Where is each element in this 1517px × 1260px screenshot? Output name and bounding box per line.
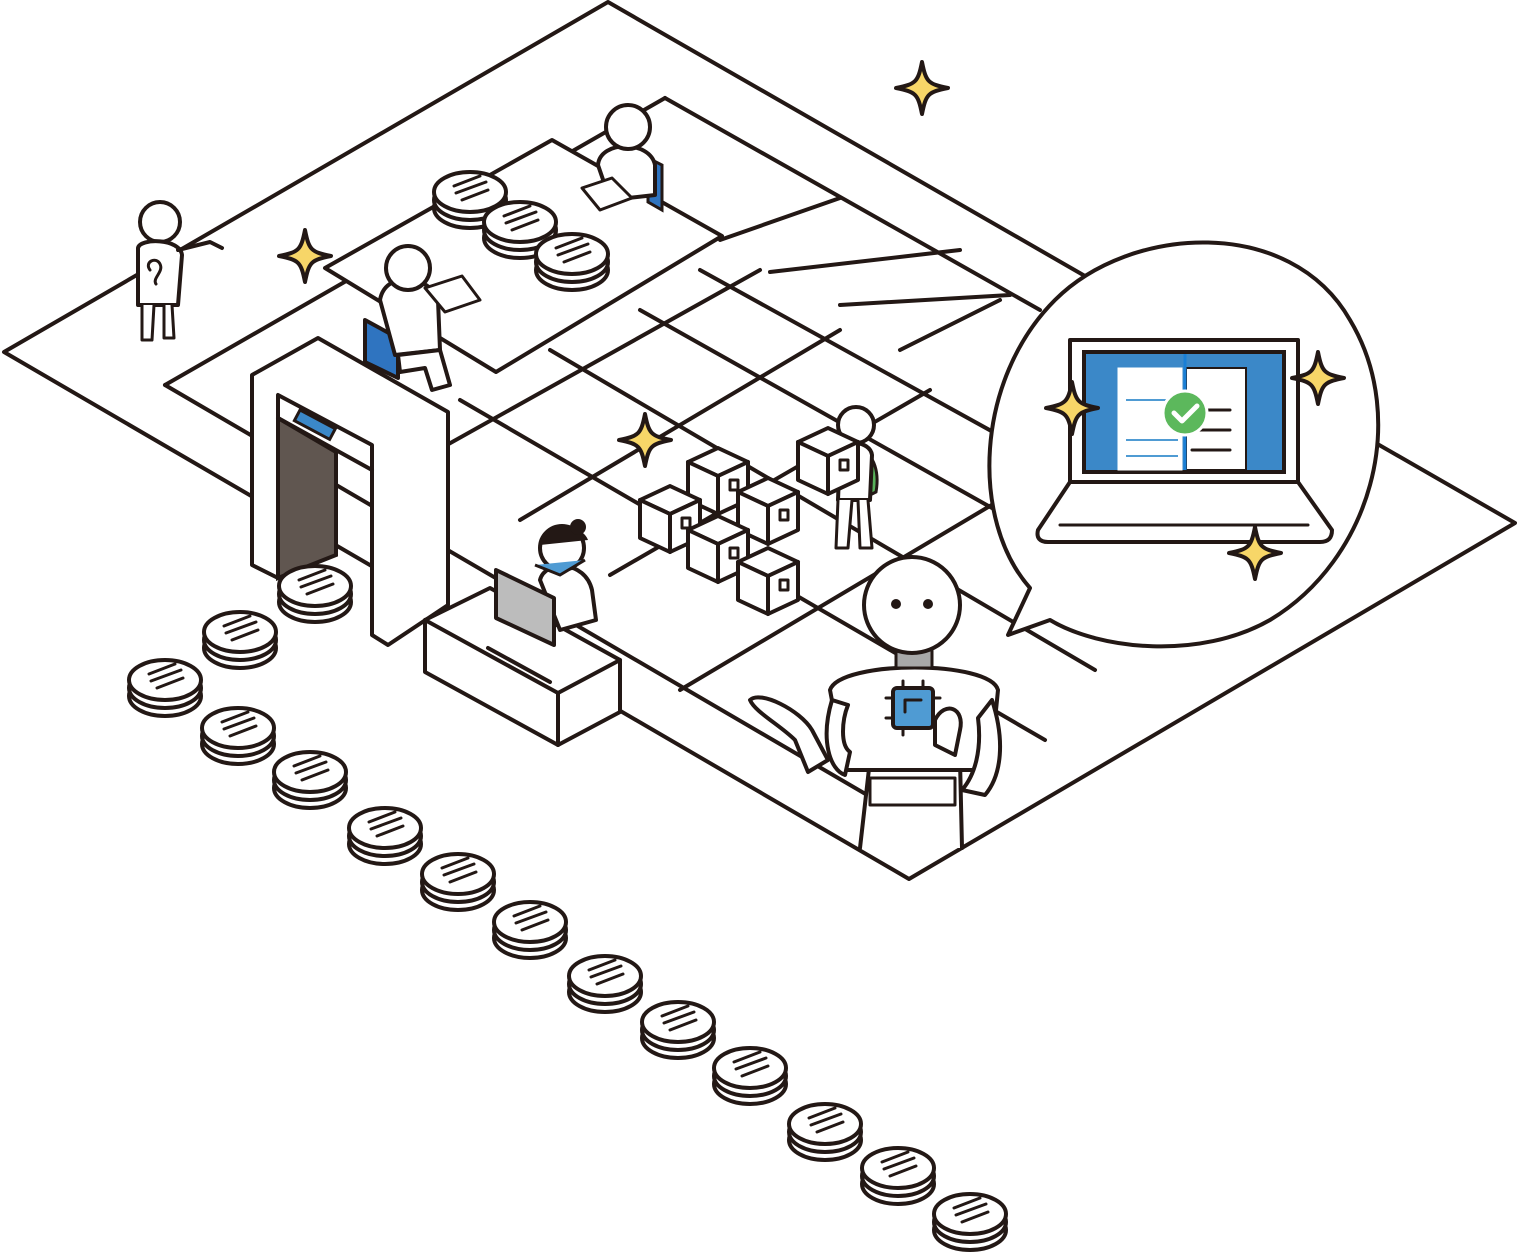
document-stack-icon [492,900,568,960]
receptionist-person [494,519,598,647]
laptop [1035,338,1334,544]
document-stack-icon [640,1000,716,1060]
document-stack-icon [787,1102,863,1162]
document-stack-icon [712,1046,788,1106]
seated-reader-person [363,244,482,392]
document-stack-icon [277,564,353,624]
robot-assistant [748,555,1002,850]
document-stack-icon [860,1146,936,1206]
desk-worker-person [580,103,664,213]
document-stack-icon [272,750,348,810]
reception-desk [423,586,622,747]
speech-bubble [987,240,1381,649]
security-gate [250,336,450,647]
document-stack-icon [202,610,278,670]
document-stack-icon [347,806,423,866]
check-circle-icon [1161,389,1209,437]
document-stack-icon [932,1192,1008,1252]
document-stack-icon [567,954,643,1014]
document-stack-icon [127,658,203,718]
pointing-person [136,200,224,342]
document-stack-icon [200,706,276,766]
chip-icon [884,679,942,737]
document-stack-icon [420,852,496,912]
box-carrier-person [796,405,879,550]
sparkle-icon [894,60,950,116]
